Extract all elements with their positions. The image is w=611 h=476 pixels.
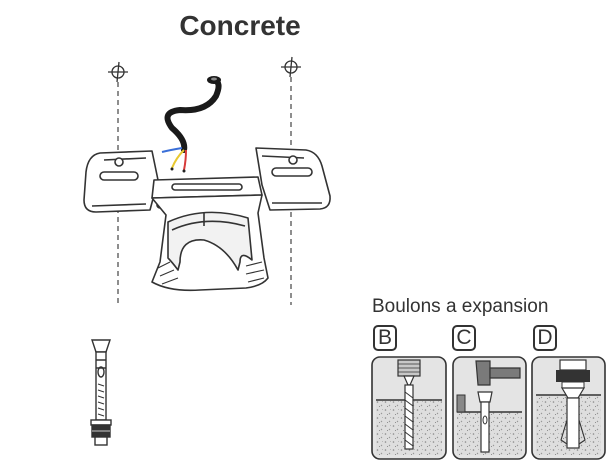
- crosshair-icon-right: [281, 56, 301, 78]
- expansion-bolt-icon: [90, 339, 112, 446]
- insert-step-icon: [452, 356, 527, 460]
- bolt-caption: Boulons a expansion: [372, 296, 549, 317]
- tighten-step-icon: [531, 356, 606, 460]
- power-cable: [161, 76, 222, 173]
- step-label-b: B: [373, 325, 397, 351]
- diagram-title: Concrete: [179, 10, 301, 41]
- step-label-d: D: [533, 325, 557, 351]
- crosshair-icon-left: [108, 61, 128, 83]
- drill-step-icon: [371, 356, 447, 460]
- mounting-bracket: [83, 147, 331, 292]
- step-label-c: C: [452, 325, 476, 351]
